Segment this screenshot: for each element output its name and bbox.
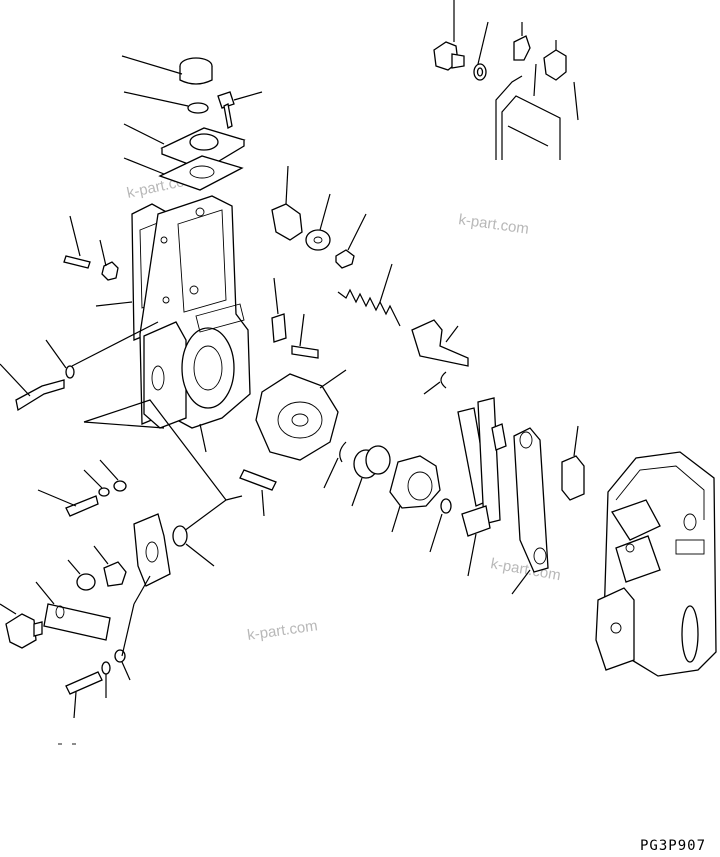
plug-with-seal: [433, 0, 465, 71]
clip: [271, 277, 287, 343]
snap-ring: [323, 441, 347, 489]
washer: [101, 661, 111, 698]
bracket-lines: [83, 399, 243, 535]
bolt: [65, 671, 103, 719]
adjusting-lever: [511, 427, 549, 595]
pin: [491, 423, 507, 451]
washer: [67, 559, 96, 591]
nut: [99, 239, 119, 281]
watermark: k-part.com: [457, 211, 530, 238]
bolt: [217, 91, 263, 129]
gasket: [123, 155, 244, 191]
link-bracket: [411, 319, 469, 367]
bolt: [37, 489, 99, 517]
pump-housing: [71, 195, 251, 453]
plug: [271, 165, 303, 241]
e-ring: [423, 371, 447, 395]
cover-plate: [123, 123, 246, 171]
screw: [335, 213, 367, 269]
cap: [121, 55, 213, 85]
washer: [83, 469, 110, 497]
watermark: k-part.com: [489, 555, 562, 584]
bolt: [239, 469, 277, 517]
stud-bolt: [0, 363, 65, 412]
flyweight-assembly: [255, 369, 347, 461]
washer: [99, 459, 127, 492]
control-lever: [457, 397, 501, 577]
drawing-code: PG3P907: [640, 838, 706, 854]
nipple: [93, 545, 127, 587]
flange-plate: [133, 513, 171, 605]
washer: [429, 498, 452, 553]
long-bolt: [63, 215, 91, 269]
governor-cover: [595, 451, 717, 677]
governor-housing-corner: [495, 22, 579, 160]
plate: [35, 581, 111, 641]
bearing: [351, 445, 391, 507]
watermark: k-part.com: [246, 617, 319, 644]
plug-bolt: [0, 603, 43, 649]
o-ring: [123, 91, 209, 114]
spring: [337, 263, 401, 327]
o-ring: [172, 525, 215, 567]
bolt: [291, 313, 319, 359]
washer: [45, 339, 75, 379]
coupling-hub: [389, 455, 441, 533]
stopper-block: [561, 425, 585, 501]
washer: [305, 193, 331, 251]
washer: [473, 21, 489, 81]
